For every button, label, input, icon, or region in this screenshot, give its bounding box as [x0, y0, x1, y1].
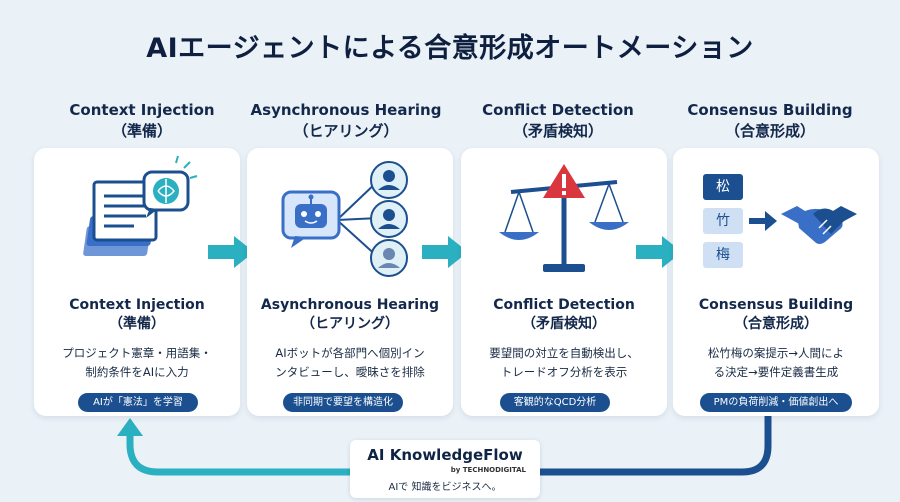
stage-heading-ja: （合意形成） — [724, 122, 815, 140]
card-title: Asynchronous Hearing — [260, 297, 440, 313]
flow-arrow-icon — [422, 236, 468, 268]
brand-logo-box: AI KnowledgeFlow by TECHNODIGITAL AIで 知識… — [350, 440, 540, 498]
card-title: Context Injection — [69, 297, 205, 313]
pill-badge: AIが「憲法」を学習 — [78, 393, 198, 412]
card-description: 松竹梅の案提示→人間によ る決定→要件定義書生成 — [681, 344, 871, 382]
card-subtitle: （合意形成） — [734, 316, 818, 332]
option-bamboo: 竹 — [703, 208, 743, 234]
card-conflict-detection: Conflict Detection （矛盾検知） 要望間の対立を自動検出し、 … — [461, 148, 667, 416]
pill-badge: 非同期で要望を構造化 — [283, 393, 403, 412]
stage-heading-asynchronous-hearing: Asynchronous Hearing （ヒアリング） — [236, 100, 456, 142]
card-description: プロジェクト憲章・用語集・ 制約条件をAIに入力 — [42, 344, 232, 382]
stage-heading-ja: （準備） — [111, 122, 172, 140]
card-asynchronous-hearing: Asynchronous Hearing （ヒアリング） AIボットが各部門へ個… — [247, 148, 453, 416]
handshake-icon — [781, 206, 857, 244]
document-brain-icon — [83, 155, 198, 256]
option-plum: 梅 — [703, 242, 743, 268]
description-line: プロジェクト憲章・用語集・ — [62, 346, 212, 360]
stage-heading-en: Conflict Detection — [482, 101, 634, 119]
page-title: AIエージェントによる合意形成オートメーション — [146, 33, 754, 64]
stage-heading-ja: （ヒアリング） — [293, 122, 399, 140]
pill-badge: 客観的なQCD分析 — [500, 393, 610, 412]
card-title: Consensus Building — [698, 297, 854, 313]
card-subtitle: （矛盾検知） — [522, 316, 606, 332]
card-description: 要望間の対立を自動検出し、 トレードオフ分析を表示 — [469, 344, 659, 382]
warning-scale-icon — [499, 164, 629, 272]
card-description: AIボットが各部門へ個別イン ンタビューし、曖昧さを排除 — [255, 344, 445, 382]
pill-badge: PMの負荷削減・価値創出へ — [700, 393, 852, 412]
stage-heading-en: Context Injection — [69, 101, 215, 119]
description-line: 要望間の対立を自動検出し、 — [489, 346, 639, 360]
card-consensus-building: 松 竹 梅 Consensus Building （合意形成） 松竹梅の案提示→… — [673, 148, 879, 416]
brand-tagline: AIで 知識をビジネスへ。 — [388, 482, 502, 493]
card-title: Conflict Detection — [493, 297, 635, 313]
stage-heading-en: Asynchronous Hearing — [250, 101, 442, 119]
description-line: ンタビューし、曖昧さを排除 — [275, 365, 425, 379]
stage-heading-ja: （矛盾検知） — [512, 122, 603, 140]
chatbot-users-icon — [281, 161, 408, 277]
flow-arrow-icon — [208, 236, 254, 268]
stage-heading-en: Consensus Building — [687, 101, 853, 119]
description-line: る決定→要件定義書生成 — [713, 365, 839, 379]
description-line: AIボットが各部門へ個別イン — [275, 346, 425, 360]
card-subtitle: （準備） — [109, 316, 165, 332]
stage-heading-conflict-detection: Conflict Detection （矛盾検知） — [448, 100, 668, 142]
option-pine: 松 — [703, 174, 743, 200]
card-context-injection: Context Injection （準備） プロジェクト憲章・用語集・ 制約条… — [34, 148, 240, 416]
flow-arrow-icon — [636, 236, 682, 268]
description-line: 制約条件をAIに入力 — [85, 365, 189, 379]
brand-byline: by TECHNODIGITAL — [450, 466, 526, 474]
description-line: 松竹梅の案提示→人間によ — [707, 346, 845, 360]
brand-name: AI KnowledgeFlow — [367, 446, 523, 464]
description-line: トレードオフ分析を表示 — [500, 365, 628, 379]
arrow-right-icon — [749, 211, 777, 231]
stage-heading-consensus-building: Consensus Building （合意形成） — [660, 100, 880, 142]
card-subtitle: （ヒアリング） — [301, 316, 399, 332]
stage-heading-context-injection: Context Injection （準備） — [32, 100, 252, 142]
